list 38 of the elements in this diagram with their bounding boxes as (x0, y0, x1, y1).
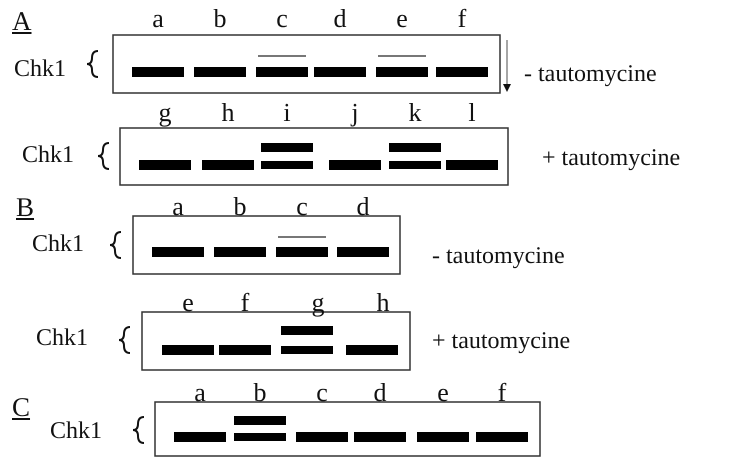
lane-label: f (458, 6, 466, 32)
protein-label: Chk1 (22, 143, 74, 167)
treatment-label: + tautomycine (432, 329, 570, 353)
lane-label: f (240, 290, 250, 316)
treatment-label: + tautomycine (542, 146, 680, 170)
lane-label: c (276, 6, 288, 32)
protein-label: Chk1 (50, 419, 102, 443)
protein-label: Chk1 (14, 57, 66, 81)
lane-label: b (254, 380, 266, 406)
lane-label: d (374, 380, 386, 406)
protein-label: Chk1 (32, 232, 84, 256)
lane-label: i (283, 100, 291, 126)
lane-label: h (222, 100, 234, 126)
lane-label: l (468, 100, 476, 126)
lane-label: e (182, 290, 194, 316)
lane-label: e (396, 6, 408, 32)
lane-label: c (316, 380, 328, 406)
panel-letter: B (16, 194, 34, 221)
lane-label: g (158, 100, 172, 126)
treatment-label: - tautomycine (432, 244, 565, 268)
lane-label: f (498, 380, 506, 406)
lane-label: d (356, 194, 370, 220)
lane-label: b (234, 194, 246, 220)
lane-label: e (437, 380, 449, 406)
lane-label: b (214, 6, 226, 32)
lane-label: a (172, 194, 184, 220)
lane-label: c (296, 194, 308, 220)
lane-label: g (312, 290, 324, 316)
panel-letter: A (12, 8, 32, 35)
lane-label: a (194, 380, 206, 406)
treatment-label: - tautomycine (524, 62, 657, 86)
lane-label: a (152, 6, 164, 32)
lane-label: h (376, 290, 390, 316)
lane-label: j (351, 100, 359, 126)
lane-label: d (334, 6, 346, 32)
panel-letter: C (12, 394, 30, 421)
lane-label: k (408, 100, 422, 126)
protein-label: Chk1 (36, 326, 88, 350)
